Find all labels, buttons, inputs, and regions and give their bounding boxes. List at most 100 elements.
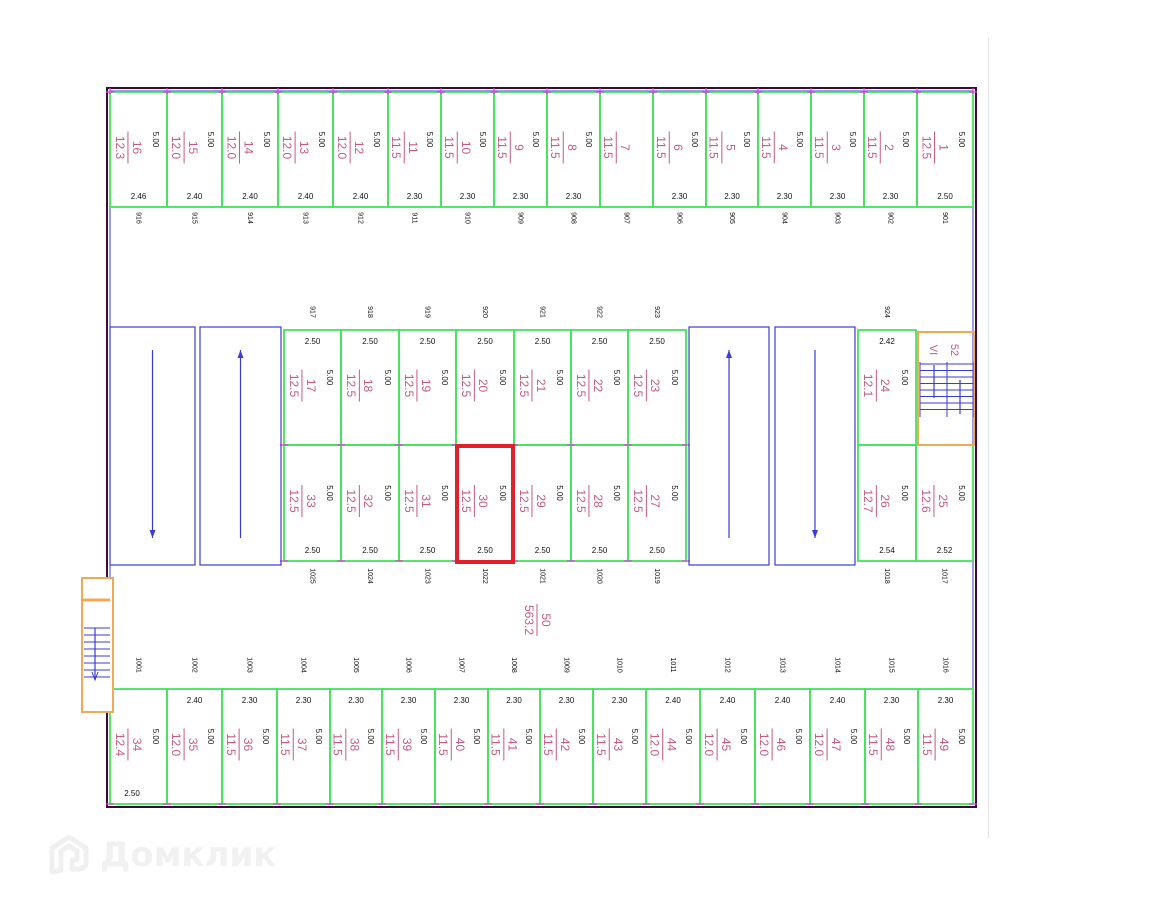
spot-area: 11.5 [759,136,773,159]
spot-width: 2.50 [535,546,551,555]
grid-axis-label: 1008 [510,657,517,673]
grid-axis-label: 1009 [563,657,570,673]
grid-axis-label: 922 [596,306,603,318]
dimension-tick [543,88,551,94]
spot-number: 41 [506,738,520,752]
spot-depth: 5.00 [325,485,334,501]
spot-area: 11.5 [383,733,397,756]
ramp-right-down [774,326,856,566]
ramp-outline [109,326,196,566]
spot-area: 11.5 [920,733,934,756]
staircase-left[interactable] [81,577,114,713]
spot-area: 11.5 [654,136,668,159]
spot-area: 12.5 [402,374,416,398]
spot-width: 2.30 [454,696,470,705]
grid-axis-label: 1005 [352,657,359,673]
dimension-tick [702,88,710,94]
grid-axis-label: 1019 [653,568,660,584]
spot-area: 12.0 [280,136,294,160]
parking-spot-7[interactable]: 711.5 [599,91,654,208]
spot-depth: 5.00 [383,370,392,386]
spot-number: 13 [297,141,311,155]
spot-width: 2.30 [883,192,899,201]
spot-number: 2 [882,144,896,151]
spot-area: 11.5 [442,136,456,159]
spot-number: 25 [936,494,950,508]
spot-number: 11 [406,141,420,154]
stair-outline [81,577,114,713]
spot-area: 12.0 [757,733,771,757]
page-edge-divider [988,38,989,838]
spot-number: 20 [476,379,490,393]
spot-width: 2.50 [305,337,321,346]
grid-axis-label: 913 [302,212,309,224]
spot-depth: 5.00 [151,132,160,148]
spot-width: 2.50 [420,337,436,346]
spot-number: 1 [936,144,950,151]
grid-axis-label: 908 [570,212,577,224]
dimension-tick [395,444,403,562]
spot-depth: 5.00 [498,370,507,386]
spot-depth: 5.00 [794,729,803,745]
spot-width: 2.54 [879,546,895,555]
spot-depth: 5.00 [630,729,639,745]
grid-axis-label: 917 [309,306,316,318]
grid-axis-label: 921 [539,306,546,318]
spot-width: 2.30 [460,192,476,201]
spot-width: 2.30 [777,192,793,201]
spot-area: 12.5 [344,374,358,398]
spot-number: 6 [671,144,685,151]
spot-width: 2.50 [477,546,493,555]
spot-number: 33 [304,494,318,508]
